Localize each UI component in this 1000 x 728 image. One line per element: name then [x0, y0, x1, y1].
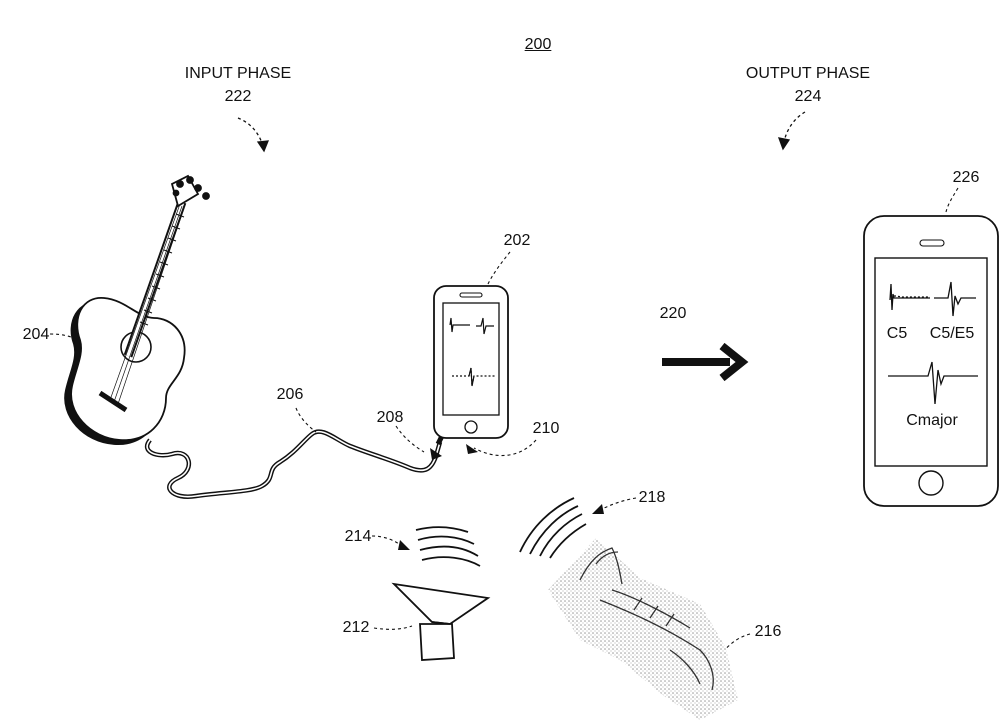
output-phase-title: OUTPUT PHASE	[745, 65, 871, 82]
figure-number: 200	[524, 36, 552, 53]
input-device-waveforms	[449, 317, 496, 387]
cable	[145, 429, 447, 499]
output-phase-ref: 224	[794, 88, 822, 105]
screen-chord: Cmajor	[906, 412, 958, 429]
trumpet	[548, 538, 738, 720]
input-phase-arrow	[237, 117, 270, 153]
input-phase-ref: 222	[224, 88, 252, 105]
ref-212: 212	[342, 619, 370, 636]
ref-214: 214	[344, 528, 372, 545]
output-device-waveforms	[888, 281, 978, 405]
ref-208: 208	[376, 409, 404, 426]
speaker-sound-waves	[415, 526, 481, 567]
screen-note-1: C5	[886, 325, 908, 342]
input-device	[433, 285, 509, 439]
ref-210: 210	[532, 420, 560, 437]
ref-206: 206	[276, 386, 304, 403]
process-arrow	[662, 342, 749, 382]
trumpet-sound-waves	[519, 497, 587, 559]
ref-202: 202	[503, 232, 531, 249]
ref-216: 216	[754, 623, 782, 640]
input-phase-title: INPUT PHASE	[184, 65, 292, 82]
ref-220: 220	[659, 305, 687, 322]
ref-218: 218	[638, 489, 666, 506]
callout-leaders	[49, 187, 959, 661]
callout-arrowheads	[398, 444, 604, 550]
ref-226: 226	[952, 169, 980, 186]
guitar	[64, 174, 210, 445]
output-device	[863, 215, 999, 507]
output-phase-arrow	[777, 111, 806, 151]
screen-note-2: C5/E5	[929, 325, 975, 342]
speaker	[391, 582, 491, 661]
ref-204: 204	[22, 326, 50, 343]
